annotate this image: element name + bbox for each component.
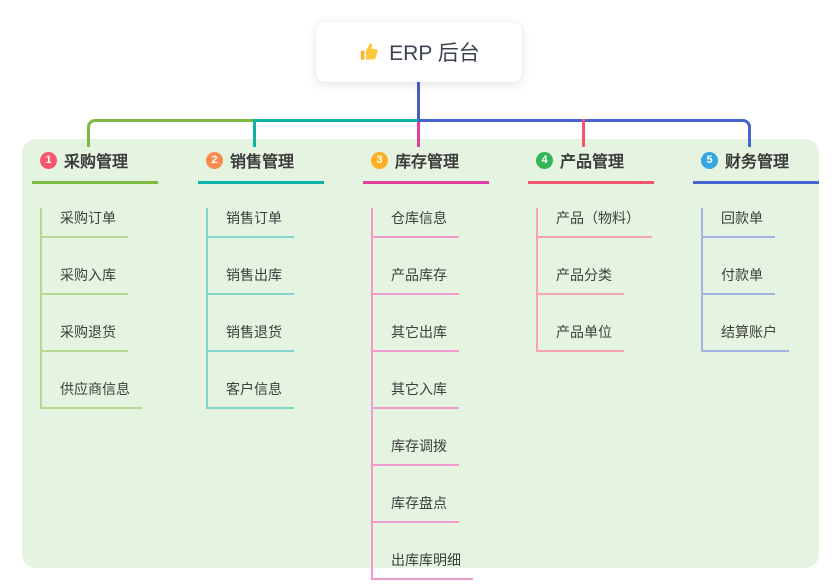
child-topic[interactable]: 其它出库 — [373, 322, 459, 352]
child-topic[interactable]: 出库库明细 — [373, 550, 473, 580]
bus-segment-branch-2 — [253, 119, 418, 147]
child-topic[interactable]: 产品库存 — [373, 265, 459, 295]
branch-topic[interactable]: 3 库存管理 — [363, 148, 489, 184]
branch-number-badge: 4 — [536, 151, 553, 169]
child-topic[interactable]: 供应商信息 — [42, 379, 142, 409]
child-topic[interactable]: 结算账户 — [703, 322, 789, 352]
branch-number-badge: 1 — [40, 151, 57, 169]
child-topic[interactable]: 产品分类 — [538, 265, 624, 295]
child-topic-list: 采购订单采购入库采购退货供应商信息 — [40, 208, 192, 409]
branch-topic[interactable]: 1 采购管理 — [32, 148, 158, 184]
branch-topic-label: 库存管理 — [395, 154, 460, 171]
branch-number-badge: 5 — [701, 151, 718, 169]
root-topic-label: ERP 后台 — [389, 42, 480, 65]
root-topic[interactable]: ERP 后台 — [316, 22, 522, 82]
drop-line-branch-4 — [582, 119, 585, 147]
branch-topic[interactable]: 4 产品管理 — [528, 148, 654, 184]
root-connector-line — [417, 82, 420, 122]
child-topic[interactable]: 产品（物料） — [538, 208, 652, 238]
child-topic[interactable]: 销售订单 — [208, 208, 294, 238]
child-topic[interactable]: 销售退货 — [208, 322, 294, 352]
branch-column-5: 5 财务管理回款单付款单结算账户 — [693, 148, 839, 352]
bus-segment-branch-1 — [87, 119, 253, 147]
child-topic-list: 仓库信息产品库存其它出库其它入库库存调拨库存盘点出库库明细 — [371, 208, 523, 580]
child-topic-list: 销售订单销售出库销售退货客户信息 — [206, 208, 358, 409]
branch-column-4: 4 产品管理产品（物料） 产品分类产品单位 — [528, 148, 688, 352]
child-topic-list: 产品（物料） 产品分类产品单位 — [536, 208, 688, 352]
branch-column-2: 2 销售管理销售订单销售出库销售退货客户信息 — [198, 148, 358, 409]
child-topic[interactable]: 产品单位 — [538, 322, 624, 352]
branch-topic[interactable]: 5 财务管理 — [693, 148, 819, 184]
branch-number-badge: 3 — [371, 151, 388, 169]
branch-topic[interactable]: 2 销售管理 — [198, 148, 324, 184]
child-topic[interactable]: 客户信息 — [208, 379, 294, 409]
child-topic[interactable]: 采购退货 — [42, 322, 128, 352]
branch-column-1: 1 采购管理采购订单采购入库采购退货供应商信息 — [32, 148, 192, 409]
child-topic[interactable]: 库存盘点 — [373, 493, 459, 523]
child-topic[interactable]: 回款单 — [703, 208, 775, 238]
branch-panel-background — [22, 139, 819, 568]
branch-column-3: 3 库存管理仓库信息产品库存其它出库其它入库库存调拨库存盘点出库库明细 — [363, 148, 523, 580]
drop-line-branch-3 — [417, 122, 420, 147]
child-topic[interactable]: 采购入库 — [42, 265, 128, 295]
child-topic[interactable]: 其它入库 — [373, 379, 459, 409]
branch-topic-label: 财务管理 — [725, 154, 790, 171]
child-topic-list: 回款单付款单结算账户 — [701, 208, 839, 352]
child-topic[interactable]: 销售出库 — [208, 265, 294, 295]
branch-topic-label: 产品管理 — [560, 154, 625, 171]
branch-topic-label: 销售管理 — [230, 154, 295, 171]
child-topic[interactable]: 付款单 — [703, 265, 775, 295]
branch-topic-label: 采购管理 — [64, 154, 129, 171]
child-topic[interactable]: 采购订单 — [42, 208, 128, 238]
branch-number-badge: 2 — [206, 151, 223, 169]
child-topic[interactable]: 仓库信息 — [373, 208, 459, 238]
child-topic[interactable]: 库存调拨 — [373, 436, 459, 466]
thumbs-up-icon — [358, 41, 380, 63]
